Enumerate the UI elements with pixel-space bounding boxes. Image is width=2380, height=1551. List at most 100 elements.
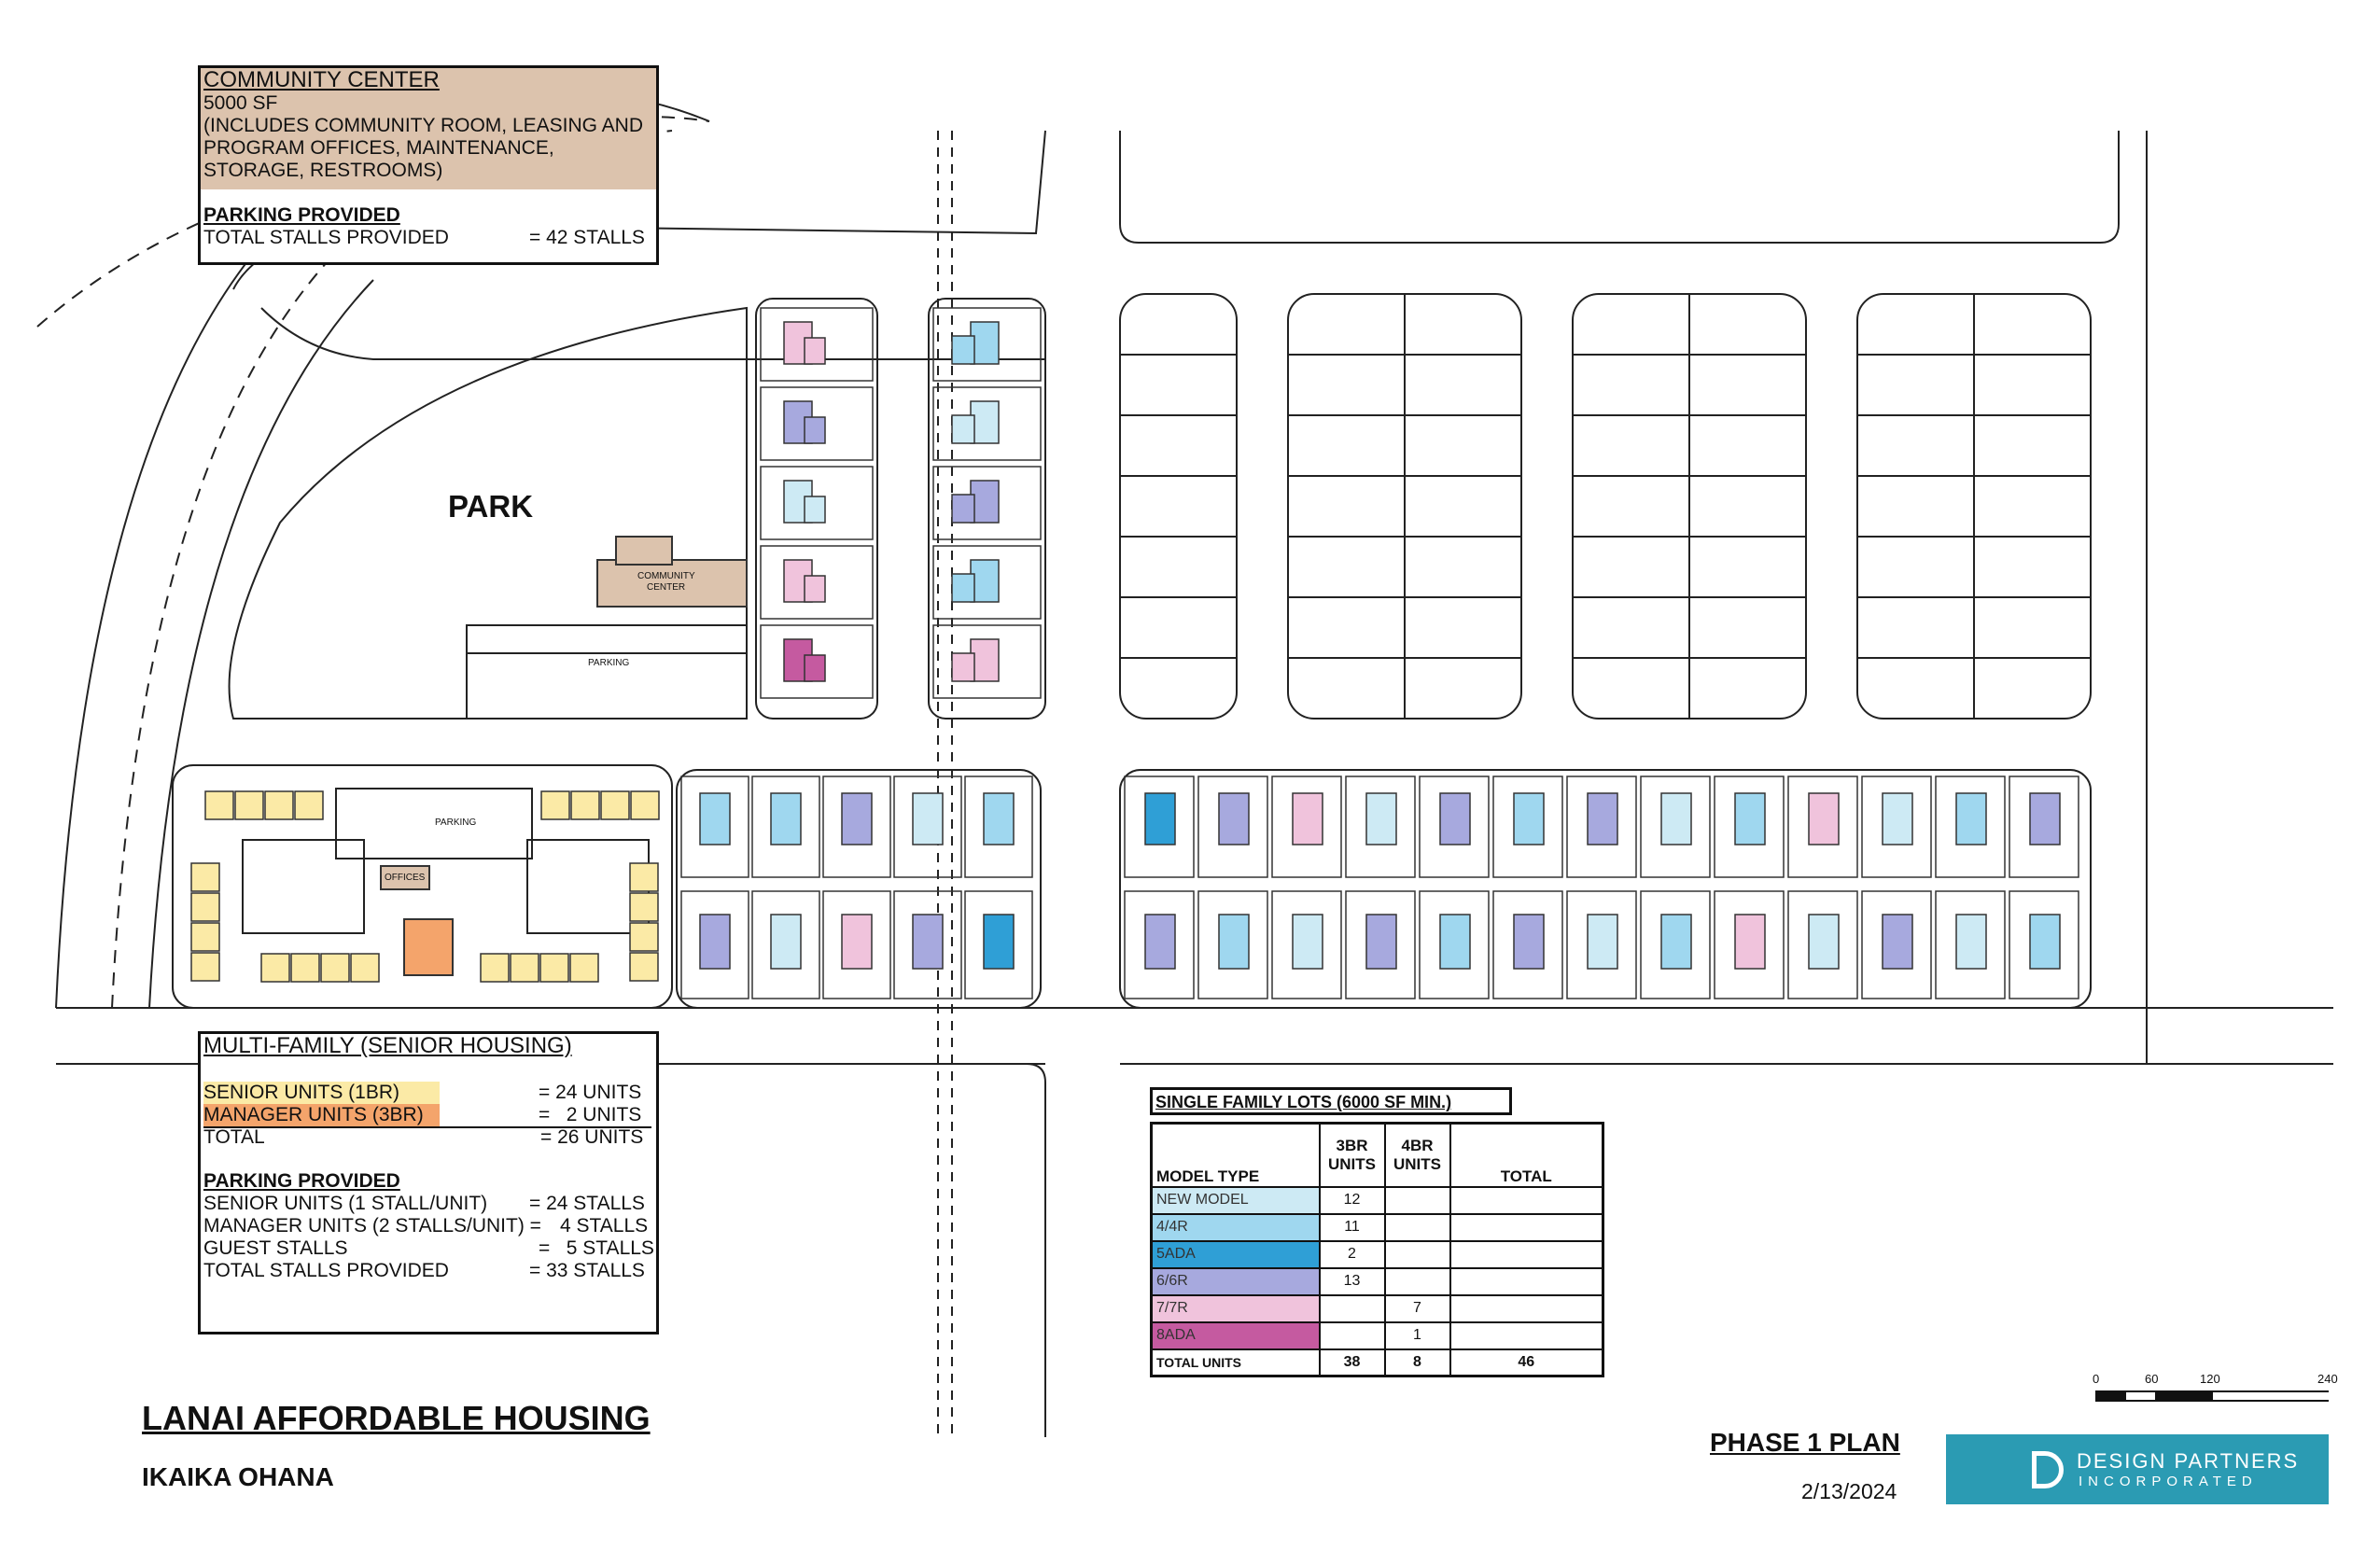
lot-outline bbox=[760, 545, 874, 620]
community-center-info-box: COMMUNITY CENTER 5000 SF (INCLUDES COMMU… bbox=[198, 65, 659, 265]
sf-row-model: 4/4R bbox=[1150, 1212, 1321, 1242]
manager-units-building bbox=[403, 918, 454, 976]
lot-column-a bbox=[755, 298, 878, 720]
park-label: PARK bbox=[448, 489, 534, 524]
sf-row-3br bbox=[1318, 1320, 1386, 1350]
lot-outline bbox=[1345, 890, 1416, 999]
house-wing bbox=[804, 416, 826, 444]
lot-outline bbox=[1124, 890, 1195, 999]
lot-outline bbox=[932, 307, 1042, 382]
lot-outline bbox=[1419, 776, 1490, 878]
offices-building bbox=[380, 865, 430, 890]
senior-unit bbox=[190, 892, 220, 922]
community-center-parking bbox=[466, 624, 748, 720]
lot-column-b bbox=[928, 298, 1046, 720]
community-center-total-value: = 42 STALLS bbox=[529, 227, 645, 248]
mf-parking-row-4-label: TOTAL STALLS PROVIDED bbox=[203, 1260, 449, 1281]
lot-outline bbox=[1787, 776, 1858, 878]
lot-outline bbox=[932, 624, 1042, 699]
senior-unit bbox=[190, 862, 220, 892]
lot-outline bbox=[1492, 890, 1563, 999]
senior-unit bbox=[264, 790, 294, 820]
house bbox=[1513, 914, 1545, 970]
senior-unit bbox=[350, 953, 380, 983]
sf-row-4br: 1 bbox=[1383, 1320, 1451, 1350]
senior-unit bbox=[630, 790, 660, 820]
mf-row-total-value: = 26 UNITS bbox=[540, 1126, 644, 1148]
sf-row-3br: 12 bbox=[1318, 1185, 1386, 1215]
sf-row-total bbox=[1449, 1320, 1604, 1350]
lot-outline bbox=[1714, 776, 1785, 878]
mf-parking-row-4-value: = 33 STALLS bbox=[529, 1260, 645, 1281]
senior-unit bbox=[234, 790, 264, 820]
senior-housing-block bbox=[172, 764, 673, 1009]
lot-outline bbox=[751, 776, 820, 878]
house-wing bbox=[804, 496, 826, 524]
sf-row-4br bbox=[1383, 1185, 1451, 1215]
sf-row-3br: 2 bbox=[1318, 1239, 1386, 1269]
lot-outline bbox=[1566, 890, 1637, 999]
lot-outline bbox=[964, 776, 1033, 878]
lot-outline bbox=[1640, 890, 1711, 999]
mf-parking-row-2-label: MANAGER UNITS (2 STALLS/UNIT) = bbox=[203, 1215, 541, 1237]
lot-outline bbox=[1861, 890, 1932, 999]
senior-unit bbox=[320, 953, 350, 983]
lot-outline bbox=[680, 776, 749, 878]
logo-mark-icon bbox=[2032, 1451, 2064, 1488]
house bbox=[1734, 792, 1766, 845]
house bbox=[1808, 792, 1840, 845]
scale-tick-60: 60 bbox=[2145, 1372, 2159, 1386]
senior-unit bbox=[204, 790, 234, 820]
mf-row-manager-label: MANAGER UNITS (3BR) bbox=[203, 1104, 424, 1125]
house bbox=[1587, 792, 1618, 845]
lot-outline bbox=[1271, 776, 1342, 878]
mf-parking-row-3-value: = 5 STALLS bbox=[539, 1237, 654, 1259]
house bbox=[1660, 914, 1692, 970]
single-family-title-box: SINGLE FAMILY LOTS (6000 SF MIN.) bbox=[1150, 1087, 1512, 1115]
sf-row-model: 8ADA bbox=[1150, 1320, 1321, 1350]
house bbox=[970, 321, 1000, 365]
lot-outline bbox=[964, 890, 1033, 999]
house bbox=[1955, 792, 1987, 845]
sf-row-model: NEW MODEL bbox=[1150, 1185, 1321, 1215]
lot-outline bbox=[893, 890, 962, 999]
house bbox=[1292, 914, 1323, 970]
logo-line-1: DESIGN PARTNERS bbox=[2077, 1449, 2300, 1473]
sf-row-total bbox=[1449, 1293, 1604, 1323]
house-wing bbox=[951, 573, 975, 603]
single-family-title: SINGLE FAMILY LOTS (6000 SF MIN.) bbox=[1155, 1093, 1452, 1111]
lot-outline bbox=[1935, 776, 2006, 878]
senior-unit bbox=[510, 953, 539, 983]
lot-outline bbox=[680, 890, 749, 999]
sheet-title: PHASE 1 PLAN bbox=[1710, 1428, 1900, 1457]
house bbox=[1587, 914, 1618, 970]
lot-block-lower-left bbox=[676, 769, 1042, 1009]
mf-row-total-label: TOTAL bbox=[203, 1126, 265, 1148]
senior-unit bbox=[294, 790, 324, 820]
future-block-1 bbox=[1119, 293, 1238, 720]
house-wing bbox=[804, 575, 826, 603]
mf-row-senior-value: = 24 UNITS bbox=[539, 1082, 642, 1103]
senior-unit bbox=[600, 790, 630, 820]
lot-outline bbox=[893, 776, 962, 878]
community-center-total-label: TOTAL STALLS PROVIDED bbox=[203, 227, 449, 248]
house bbox=[983, 914, 1015, 970]
lot-outline bbox=[1566, 776, 1637, 878]
house-wing bbox=[804, 337, 826, 365]
lot-outline bbox=[760, 307, 874, 382]
lot-outline bbox=[1640, 776, 1711, 878]
house bbox=[970, 559, 1000, 603]
scale-bar bbox=[2095, 1390, 2329, 1402]
lot-outline bbox=[1787, 890, 1858, 999]
scale-tick-0: 0 bbox=[2093, 1372, 2100, 1386]
multi-family-info-box: MULTI-FAMILY (SENIOR HOUSING) SENIOR UNI… bbox=[198, 1031, 659, 1334]
lot-outline bbox=[760, 386, 874, 461]
house bbox=[1882, 914, 1913, 970]
house bbox=[841, 792, 873, 845]
mf-parking-row-1-value: = 24 STALLS bbox=[529, 1193, 645, 1214]
mf-parking-row-3-label: GUEST STALLS bbox=[203, 1237, 348, 1259]
